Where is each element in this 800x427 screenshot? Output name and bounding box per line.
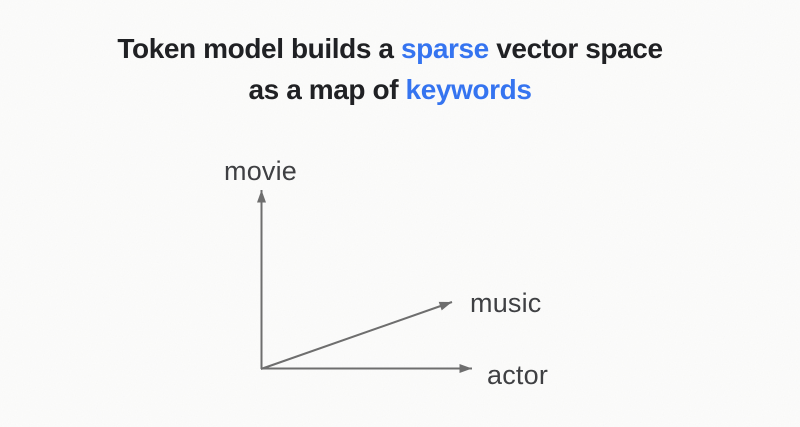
- title-highlight-keywords: keywords: [405, 74, 532, 105]
- axis-label-actor: actor: [487, 360, 549, 390]
- title-text-3: as a map of: [248, 74, 399, 105]
- page-title: Token model builds a sparse vector space…: [0, 28, 780, 110]
- title-text-1: Token model builds a: [117, 33, 394, 64]
- title-highlight-sparse: sparse: [400, 33, 489, 64]
- title-text-2: vector space: [496, 33, 663, 64]
- music-vector-arrow: [260, 301, 453, 370]
- axis-label-music: music: [470, 288, 542, 318]
- axis-label-movie: movie: [224, 156, 298, 186]
